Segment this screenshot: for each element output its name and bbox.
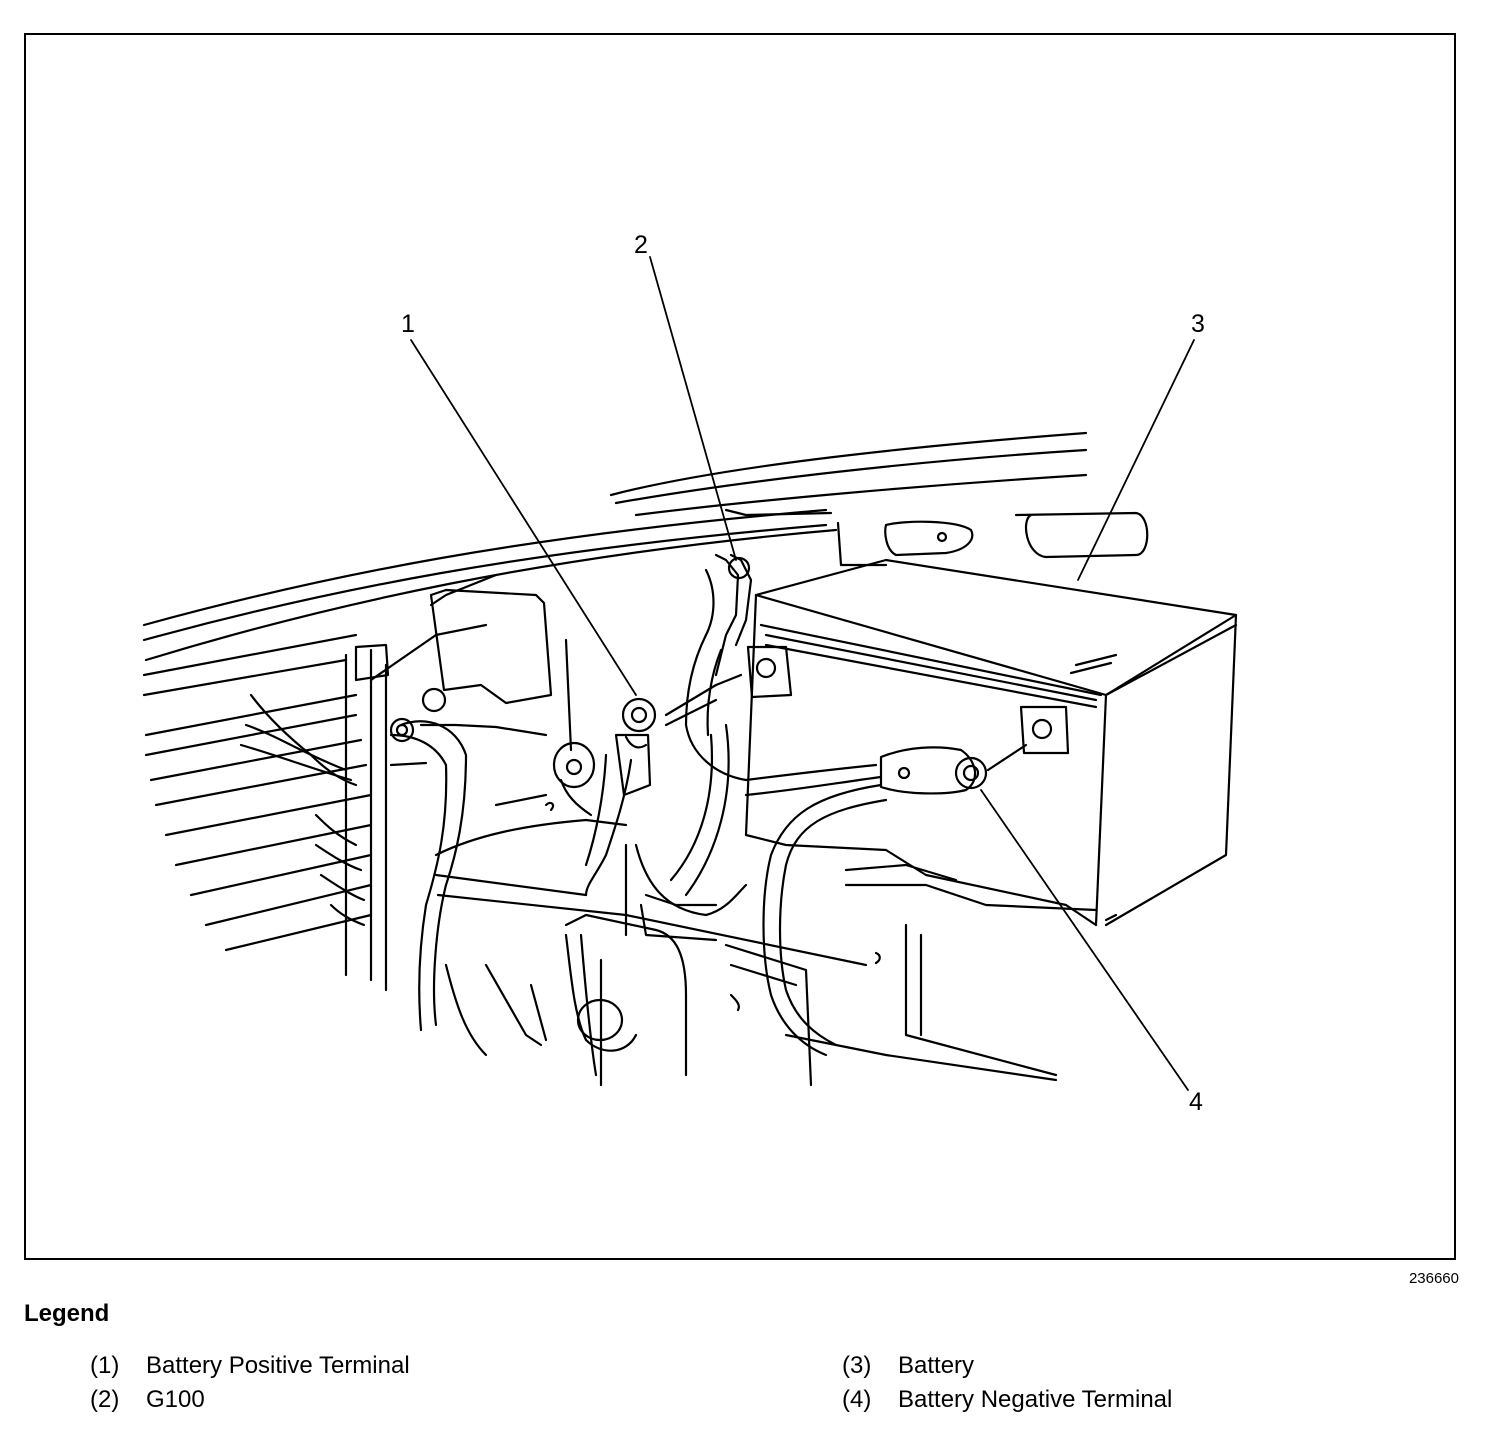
leader-lines — [410, 256, 1195, 1091]
illustration-frame: 1 2 3 4 — [24, 33, 1456, 1260]
legend-item-label: G100 — [146, 1386, 205, 1413]
legend-item-label: Battery Negative Terminal — [898, 1386, 1173, 1413]
legend-item-number: (3) — [842, 1352, 872, 1379]
radiator-grid — [142, 633, 390, 992]
legend-item-number: (4) — [842, 1386, 872, 1413]
legend-title: Legend — [24, 1300, 110, 1327]
callout-2: 2 — [634, 231, 648, 259]
callout-4: 4 — [1189, 1088, 1203, 1116]
legend-item-2: (2) G100 — [90, 1386, 205, 1414]
hood-lines — [142, 431, 1149, 662]
legend-item-4: (4) Battery Negative Terminal — [842, 1386, 1172, 1414]
figure-number: 236660 — [1408, 1270, 1459, 1287]
positive-cable — [552, 673, 743, 897]
battery — [744, 558, 1238, 927]
leader-line-2 — [649, 256, 737, 561]
legend-item-1: (1) Battery Positive Terminal — [90, 1352, 410, 1380]
leader-line-4 — [980, 789, 1189, 1091]
ground-cable — [429, 553, 753, 942]
legend-item-number: (1) — [90, 1352, 120, 1379]
negative-cable — [389, 687, 1028, 1057]
callout-1: 1 — [401, 310, 415, 338]
legend-item-3: (3) Battery — [842, 1352, 974, 1380]
leader-line-1 — [410, 339, 637, 696]
legend-item-label: Battery — [898, 1352, 975, 1379]
callout-3: 3 — [1191, 310, 1205, 338]
fender-bracket — [369, 588, 1058, 1087]
battery-illustration: 1 2 3 4 — [142, 231, 1238, 1116]
legend-item-label: Battery Positive Terminal — [146, 1352, 410, 1379]
leader-line-3 — [1077, 339, 1195, 581]
legend-item-number: (2) — [90, 1386, 120, 1413]
